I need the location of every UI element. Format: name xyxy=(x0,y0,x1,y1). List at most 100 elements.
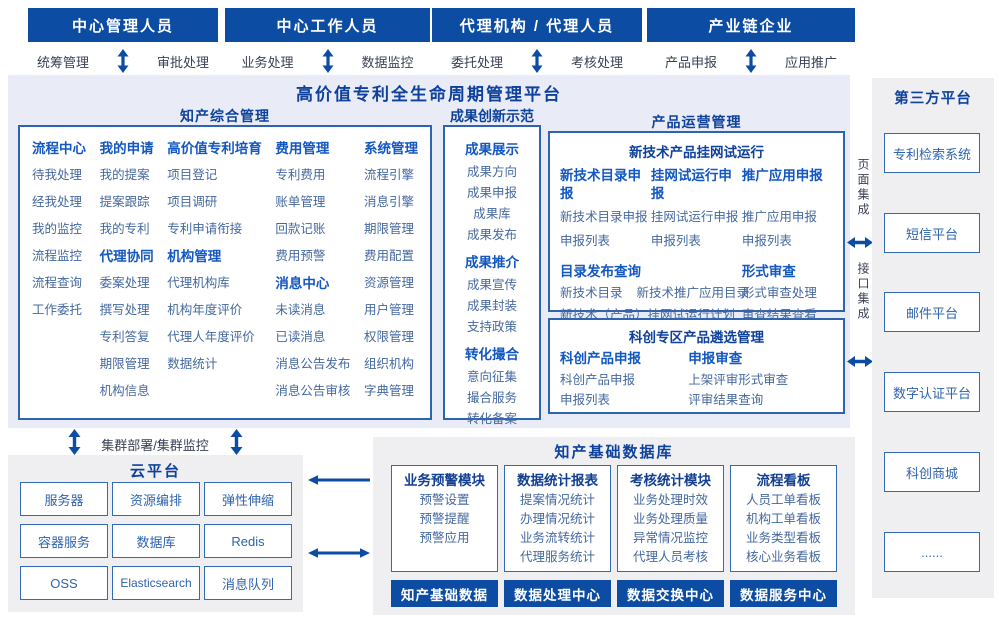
menu-item: 我的专利 xyxy=(99,222,150,236)
menu-item: 形式审查处理 xyxy=(741,286,817,300)
achievement-box: 成果展示 成果方向 成果申报 成果库 成果发布 成果推介 成果宣传 成果封装 支… xyxy=(443,125,541,426)
menu-item: 预警提醒 xyxy=(419,512,470,526)
actor-bar: 产业链企业 xyxy=(647,8,855,42)
menu-item: 业务处理质量 xyxy=(632,512,708,526)
actor-group-center-staff: 中心工作人员 业务处理 数据监控 xyxy=(225,8,430,73)
cloud-title: 云平台 xyxy=(129,463,181,480)
menu-item: 经我处理 xyxy=(32,195,83,209)
po-group: 挂网试运行申报 挂网试运行申报 申报列表 xyxy=(651,165,742,253)
data-center-badge: 数据处理中心 xyxy=(504,580,611,607)
menu-item: 账单管理 xyxy=(275,195,326,209)
menu-item: 办理情况统计 xyxy=(519,512,595,526)
menu-item: 工作委托 xyxy=(32,303,83,317)
menu-item: 机构信息 xyxy=(99,384,150,398)
actor-role-label: 审批处理 xyxy=(157,54,210,70)
platform-title: 高价值专利全生命周期管理平台 xyxy=(296,85,562,104)
module-header: 费用管理 xyxy=(275,141,330,156)
po-group-catalog: 目录发布查询 新技术目录新技术推广应用目录 新技术（产品）挂网试运行计划 xyxy=(560,262,749,326)
menu-item: 撮合服务 xyxy=(466,391,517,405)
arrow-left-icon xyxy=(308,475,370,485)
platform-panel: 高价值专利全生命周期管理平台 知产综合管理 流程中心 待我处理 经我处理 我的监… xyxy=(8,75,850,428)
cloud-cell: 容器服务 xyxy=(20,524,108,558)
sci-tech-selection-box: 科创专区产品遴选管理 科创产品申报 科创产品申报 申报列表 申报审查 上架评审形… xyxy=(548,318,845,414)
ip-column-1: 流程中心 待我处理 经我处理 我的监控 流程监控 流程查询 工作委托 xyxy=(32,135,86,418)
double-arrow-vertical-icon xyxy=(745,49,757,73)
module-header: 推广应用申报 xyxy=(741,168,823,183)
actor-role-label: 考核处理 xyxy=(571,54,624,70)
menu-item: 回款记账 xyxy=(275,222,326,236)
menu-item: 消息引擎 xyxy=(363,195,414,209)
module-header: 成果展示 xyxy=(465,142,519,157)
cloud-cell: 数据库 xyxy=(112,524,200,558)
double-arrow-vertical-icon xyxy=(322,49,333,73)
menu-item: 专利答复 xyxy=(99,330,150,344)
menu-item: 预警设置 xyxy=(419,493,470,507)
double-arrow-horizontal-icon xyxy=(847,356,873,367)
actor-role-label: 数据监控 xyxy=(361,54,414,70)
menu-item: 申报列表 xyxy=(650,234,701,248)
menu-item: 项目登记 xyxy=(167,168,218,182)
module-header: 机构管理 xyxy=(167,249,222,264)
menu-item: 代理人年度评价 xyxy=(167,330,255,344)
menu-item: 科创产品申报 xyxy=(560,373,636,387)
menu-item: 已读消息 xyxy=(275,330,326,344)
module-header: 流程中心 xyxy=(32,141,86,156)
third-party-item: 数字认证平台 xyxy=(884,372,980,412)
menu-item: 申报列表 xyxy=(560,234,611,248)
module-header: 转化撮合 xyxy=(465,347,519,362)
menu-item: 流程监控 xyxy=(32,249,83,263)
module-header: 新技术目录申报 xyxy=(560,168,641,201)
ip-column-2: 我的申请 我的提案 提案跟踪 我的专利 代理协同 委案处理 撰写处理 专利答复 … xyxy=(100,135,154,418)
actor-bar: 代理机构 / 代理人员 xyxy=(432,8,642,42)
menu-item: 业务流转统计 xyxy=(519,531,595,545)
module-header: 形式审查 xyxy=(741,264,796,279)
module-header: 数据统计报表 xyxy=(517,473,598,488)
menu-item: 专利申请衔接 xyxy=(167,222,243,236)
menu-item: 新技术目录申报 xyxy=(560,210,648,224)
menu-item: 异常情况监控 xyxy=(632,531,708,545)
double-arrow-vertical-icon xyxy=(117,49,129,73)
data-module: 考核统计模块 业务处理时效 业务处理质量 异常情况监控 代理人员考核 xyxy=(617,465,724,572)
menu-item: 待我处理 xyxy=(32,168,83,182)
menu-item: 核心业务看板 xyxy=(745,550,821,564)
menu-item: 提案情况统计 xyxy=(519,493,595,507)
double-arrow-vertical-icon xyxy=(68,429,81,455)
menu-item: 评审结果查询 xyxy=(688,393,764,407)
menu-item: 期限管理 xyxy=(363,222,414,236)
ip-management-box: 流程中心 待我处理 经我处理 我的监控 流程监控 流程查询 工作委托 我的申请 … xyxy=(18,125,432,420)
data-center-badge: 知产基础数据 xyxy=(391,580,498,607)
po-group: 申报审查 上架评审形式审查 评审结果查询 xyxy=(688,348,833,410)
module-header: 我的申请 xyxy=(99,141,154,156)
po-group-review: 形式审查 形式审查处理 审查结果查看 xyxy=(742,262,833,326)
po-group: 推广应用申报 推广应用申报 申报列表 xyxy=(742,165,833,253)
menu-item: 期限管理 xyxy=(99,357,150,371)
menu-item: 资源管理 xyxy=(363,276,414,290)
data-center-badge: 数据服务中心 xyxy=(730,580,837,607)
menu-item: 新技术推广应用目录 xyxy=(636,286,750,300)
cloud-cell: 服务器 xyxy=(20,482,108,516)
double-arrow-horizontal-icon xyxy=(308,548,370,558)
menu-item: 业务处理时效 xyxy=(632,493,708,507)
menu-item: 提案跟踪 xyxy=(99,195,150,209)
box-title: 新技术产品挂网试运行 xyxy=(629,145,764,160)
po-group: 新技术目录申报 新技术目录申报 申报列表 xyxy=(560,165,651,253)
actor-bar: 中心管理人员 xyxy=(28,8,218,42)
menu-item: 申报列表 xyxy=(560,393,611,407)
data-module: 业务预警模块 预警设置 预警提醒 预警应用 xyxy=(391,465,498,572)
menu-item: 费用预警 xyxy=(275,249,326,263)
menu-item: 业务类型看板 xyxy=(745,531,821,545)
page-integration-label: 页面集成 xyxy=(856,158,870,218)
menu-item: 代理服务统计 xyxy=(519,550,595,564)
menu-item: 消息公告审核 xyxy=(275,384,351,398)
cloud-cell: Redis xyxy=(204,524,292,558)
menu-item: 机构年度评价 xyxy=(167,303,243,317)
ip-column-4: 费用管理 专利费用 账单管理 回款记账 费用预警 消息中心 未读消息 已读消息 … xyxy=(275,135,350,418)
cloud-cell: 资源编排 xyxy=(112,482,200,516)
actor-role-label: 产品申报 xyxy=(664,54,717,70)
section-title-achievement: 成果创新示范 xyxy=(450,108,534,124)
module-header: 考核统计模块 xyxy=(630,473,711,488)
menu-item: 消息公告发布 xyxy=(275,357,351,371)
interface-integration-label: 接口集成 xyxy=(856,262,870,322)
data-center-badge: 数据交换中心 xyxy=(617,580,724,607)
